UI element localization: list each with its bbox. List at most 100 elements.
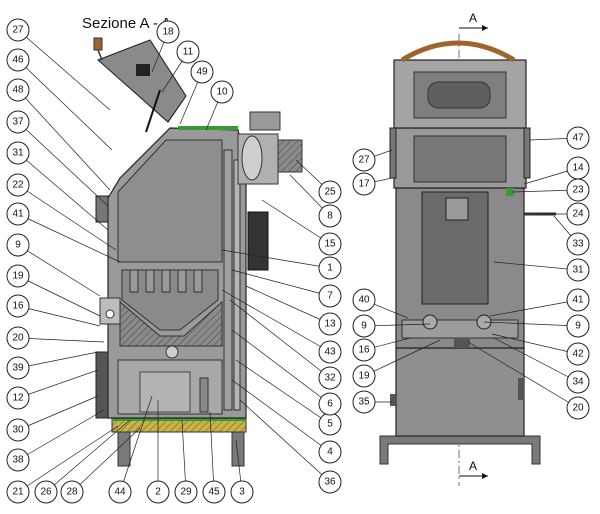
callout-circle xyxy=(6,141,30,165)
callout-number: 10 xyxy=(216,87,228,98)
callout-circle xyxy=(202,480,226,504)
callout-circle xyxy=(6,356,30,380)
left-callout-37: 37 xyxy=(6,110,109,207)
callout-circle xyxy=(190,60,214,84)
callout-number: 25 xyxy=(324,187,336,198)
left-callout-4: 4 xyxy=(231,379,342,464)
callout-circle xyxy=(352,338,376,362)
callout-number: 6 xyxy=(327,399,333,410)
left-callout-49: 49 xyxy=(179,60,214,125)
flue-pipe xyxy=(247,211,269,271)
callout-circle xyxy=(6,448,30,472)
callout-number: 33 xyxy=(572,239,584,250)
callout-number: 22 xyxy=(12,180,24,191)
callout-number: 14 xyxy=(572,163,584,174)
callout-number: 16 xyxy=(358,345,370,356)
left-callout-15: 15 xyxy=(261,199,342,256)
callout-number: 36 xyxy=(324,477,336,488)
right-callout-35: 35 xyxy=(352,390,392,414)
leader-line xyxy=(489,299,579,317)
foot-right xyxy=(231,431,245,467)
leader-line xyxy=(17,121,109,207)
callout-number: 46 xyxy=(12,55,24,66)
callout-circle xyxy=(6,386,30,410)
leader-line xyxy=(17,369,99,399)
left-callout-19: 19 xyxy=(6,264,101,317)
callout-circle xyxy=(566,396,590,420)
callout-circle xyxy=(230,480,254,504)
callout-circle xyxy=(566,126,590,150)
left-callout-43: 43 xyxy=(221,289,342,364)
callout-circle xyxy=(6,18,30,42)
callout-circle xyxy=(352,172,376,196)
callout-number: 31 xyxy=(12,148,24,159)
callout-circle xyxy=(156,20,180,44)
callout-circle xyxy=(566,370,590,394)
callout-circle xyxy=(6,480,30,504)
callout-circle xyxy=(6,264,30,288)
callout-circle xyxy=(146,480,170,504)
left-callout-27: 27 xyxy=(6,18,111,111)
left-callout-32: 32 xyxy=(229,299,342,390)
leader-line xyxy=(71,427,141,493)
left-callout-21: 21 xyxy=(6,425,119,504)
right-front-view xyxy=(379,40,556,465)
callout-number: 27 xyxy=(358,155,370,166)
left-callout-9: 9 xyxy=(6,233,101,297)
callout-circle xyxy=(566,232,590,256)
callout-number: 24 xyxy=(572,209,584,220)
left-callout-36: 36 xyxy=(239,399,342,494)
right-callout-19: 19 xyxy=(352,339,441,388)
leader-line xyxy=(231,269,331,297)
right-callout-27: 27 xyxy=(352,148,393,172)
callout-number: 7 xyxy=(327,291,333,302)
callout-circle xyxy=(210,80,234,104)
callout-circle xyxy=(318,312,342,336)
callout-circle xyxy=(318,256,342,280)
left-callout-1: 1 xyxy=(221,249,342,280)
callout-number: 1 xyxy=(327,263,333,274)
callout-number: 18 xyxy=(162,27,174,38)
callout-number: 4 xyxy=(327,447,333,458)
callout-number: 13 xyxy=(324,319,336,330)
leader-line xyxy=(17,409,105,461)
left-callout-20: 20 xyxy=(6,326,105,350)
leader-line xyxy=(17,59,113,151)
callout-circle xyxy=(6,202,30,226)
leader-line xyxy=(231,329,331,405)
callout-number: 16 xyxy=(12,301,24,312)
callout-circle xyxy=(6,48,30,72)
leader-line xyxy=(17,213,121,263)
callout-number: 44 xyxy=(114,487,126,498)
leader-line xyxy=(363,339,441,377)
callout-number: 5 xyxy=(327,419,333,430)
left-callout-22: 22 xyxy=(6,173,117,251)
left-callout-8: 8 xyxy=(289,174,342,228)
right-callout-9: 9 xyxy=(352,314,431,338)
left-callout-10: 10 xyxy=(205,80,234,131)
left-callout-6: 6 xyxy=(231,329,342,416)
callout-number: 43 xyxy=(324,347,336,358)
left-callout-28: 28 xyxy=(60,427,141,504)
leader-line xyxy=(17,184,117,251)
callout-circle xyxy=(318,204,342,228)
leader-line xyxy=(221,249,331,269)
callout-circle xyxy=(176,40,200,64)
callout-number: 3 xyxy=(239,487,245,498)
callout-circle xyxy=(6,78,30,102)
right-callout-40: 40 xyxy=(352,288,409,319)
callout-number: 9 xyxy=(15,240,21,251)
leader-line xyxy=(17,244,101,297)
section-title: Sezione A - A xyxy=(82,15,172,32)
right-callout-9: 9 xyxy=(483,314,590,338)
leader-line xyxy=(45,419,131,493)
callout-number: 15 xyxy=(324,239,336,250)
left-callout-18: 18 xyxy=(151,20,180,73)
callout-circle xyxy=(352,288,376,312)
leader-line xyxy=(467,341,579,409)
right-callout-14: 14 xyxy=(523,156,590,185)
leader-line xyxy=(493,337,579,383)
callout-number: 28 xyxy=(66,487,78,498)
callout-circle xyxy=(34,480,58,504)
